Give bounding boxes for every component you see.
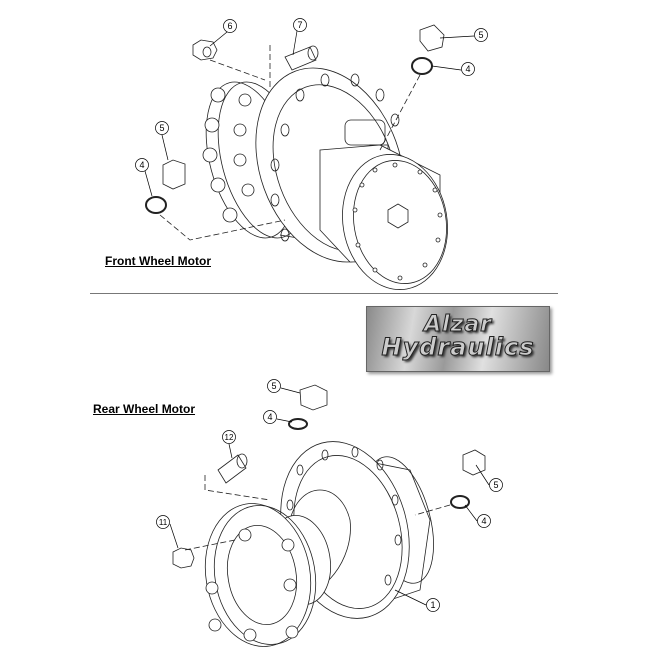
callout-5: 5	[271, 381, 276, 391]
section-divider	[90, 293, 558, 294]
callout-7: 7	[297, 20, 302, 30]
rear-wheel-motor-title: Rear Wheel Motor	[93, 402, 196, 416]
callout-1: 1	[430, 600, 435, 610]
front-wheel-motor-drawing	[145, 24, 448, 290]
callout-5: 5	[493, 480, 498, 490]
logo-line1: Alzar	[423, 312, 493, 337]
callout-5: 5	[478, 30, 483, 40]
rear-wheel-motor-drawing	[172, 384, 486, 647]
callout-4: 4	[481, 516, 486, 526]
front-wheel-motor-title: Front Wheel Motor	[105, 254, 211, 268]
callout-5: 5	[159, 123, 164, 133]
logo-line2: Hydraulics	[381, 333, 535, 361]
callout-11: 11	[159, 518, 168, 527]
alzar-hydraulics-logo: Alzar Hydraulics	[366, 306, 550, 372]
callout-4: 4	[139, 160, 144, 170]
callout-12: 12	[225, 433, 234, 442]
callouts: 6 7 5 4 5 4 5 4 12 5 4 11 1	[135, 18, 503, 612]
callout-4: 4	[267, 412, 272, 422]
callout-4: 4	[465, 64, 470, 74]
callout-6: 6	[227, 21, 232, 31]
